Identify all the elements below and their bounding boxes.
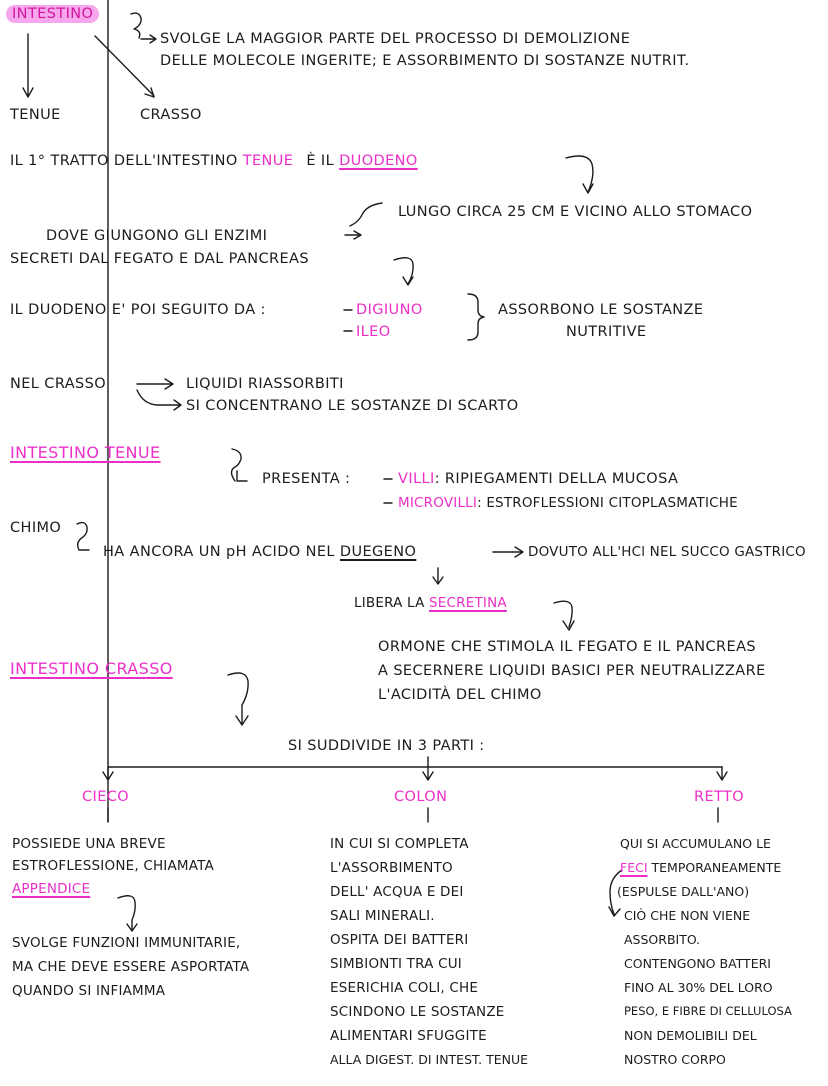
ileo-label: ILEO: [356, 324, 391, 340]
suddivide-line: SI SUDDIVIDE IN 3 PARTI :: [288, 738, 485, 754]
hook-appendice: [117, 895, 138, 932]
retto-line-1: QUI SI ACCUMULANO LE: [620, 836, 771, 851]
colon-line: ALLA DIGEST. DI INTEST. TENUE: [330, 1052, 529, 1067]
arrow-libera: [432, 567, 444, 585]
colon-line: DELL' ACQUA E DEI: [330, 884, 464, 900]
colon-line: SALI MINERALI.: [330, 908, 435, 924]
hook-lungo: [344, 202, 383, 240]
ormone-line-2: A SECERNERE LIQUIDI BASICI PER NEUTRALIZ…: [378, 663, 766, 679]
chimo-description: HA ANCORA UN pH ACIDO NEL DUEGENO: [103, 544, 417, 560]
section-title-tenue: INTESTINO TENUE: [10, 443, 161, 462]
cieco-line-2: ESTROFLESSIONE, CHIAMATA: [12, 858, 214, 874]
microvilli-line: MICROVILLI: ESTROFLESSIONI CITOPLASMATIC…: [398, 495, 738, 511]
retto-line-6: CONTENGONO BATTERI: [624, 956, 771, 971]
nel-crasso-label: NEL CRASSO: [10, 376, 107, 392]
colon-line: OSPITA DEI BATTERI: [330, 932, 469, 948]
liquidi-line: LIQUIDI RIASSORBITI: [186, 376, 344, 392]
brace-digiuno-ileo: [467, 293, 485, 341]
main-title: INTESTINO: [6, 5, 100, 23]
retto-title: RETTO: [694, 789, 745, 805]
villi-line: VILLI: RIPIEGAMENTI DELLA MUCOSA: [398, 471, 679, 487]
colon-title: COLON: [394, 789, 448, 805]
colon-line: SCINDONO LE SOSTANZE: [330, 1004, 505, 1020]
enzimi-line-1: DOVE GIUNGONO GLI ENZIMI: [46, 228, 268, 244]
arrow-definition: [140, 34, 157, 44]
arrow-concentrano: [136, 389, 182, 411]
definition-line-2: DELLE MOLECOLE INGERITE; E ASSORBIMENTO …: [160, 53, 690, 69]
tree-right: [716, 766, 728, 781]
colon-line: IN CUI SI COMPLETA: [330, 836, 469, 852]
retto-line-7: FINO AL 30% DEL LORO: [624, 980, 773, 995]
dovuto-line: DOVUTO ALL'HCl NEL SUCCO GASTRICO: [528, 544, 806, 560]
retto-line-4: CIÒ CHE NON VIENE: [624, 908, 751, 923]
tree-middle: [422, 756, 434, 781]
chimo-label: CHIMO: [10, 520, 62, 536]
label-tenue: TENUE: [10, 107, 61, 123]
retto-line-8: PESO, E FIBRE DI CELLULOSA: [624, 1004, 792, 1018]
cieco-funzioni-3: QUANDO SI INFIAMMA: [12, 983, 166, 999]
arrow-dovuto: [492, 546, 524, 558]
seguito-line: IL DUODENO E' POI SEGUITO DA :: [10, 302, 266, 318]
bracket-retto: [608, 869, 623, 917]
colon-line: ESERICHIA COLI, CHE: [330, 980, 479, 996]
retto-line-10: NOSTRO CORPO: [624, 1052, 726, 1067]
digiuno-label: DIGIUNO: [356, 302, 423, 318]
enzimi-line-2: SECRETI DAL FEGATO E DAL PANCREAS: [10, 251, 309, 267]
retto-espulse: (ESPULSE DALL'ANO): [617, 884, 750, 899]
hook-crasso: [227, 672, 249, 726]
definition-line-1: SVOLGE LA MAGGIOR PARTE DEL PROCESSO DI …: [160, 31, 631, 47]
colon-line: ALIMENTARI SFUGGITE: [330, 1028, 487, 1044]
cieco-title: CIECO: [82, 789, 130, 805]
section-title-crasso: INTESTINO CRASSO: [10, 659, 173, 678]
retto-line-2: FECI TEMPORANEAMENTE: [620, 860, 782, 875]
presenta-label: PRESENTA :: [262, 471, 351, 487]
arrow-to-crasso: [94, 35, 155, 98]
arrow-to-tenue: [22, 33, 34, 98]
libera-line: LIBERA LA SECRETINA: [354, 595, 507, 611]
colon-line: SIMBIONTI TRA CUI: [330, 956, 462, 972]
hook-tenue: [230, 448, 248, 482]
arrow-liquidi: [136, 378, 174, 390]
appendice-label: APPENDICE: [12, 881, 91, 897]
assorbono-line-2: NUTRITIVE: [566, 324, 647, 340]
retto-line-5: ASSORBITO.: [624, 932, 701, 947]
lungo-line: LUNGO CIRCA 25 CM E VICINO ALLO STOMACO: [398, 204, 753, 220]
hook-secretina: [553, 600, 575, 631]
ormone-line-1: ORMONE CHE STIMOLA IL FEGATO E IL PANCRE…: [378, 639, 757, 655]
colon-line: L'ASSORBIMENTO: [330, 860, 453, 876]
concentrano-line: SI CONCENTRANO LE SOSTANZE DI SCARTO: [186, 398, 519, 414]
retto-line-9: NON DEMOLIBILI DEL: [624, 1028, 757, 1043]
brace-header: [130, 12, 142, 39]
cieco-funzioni-2: MA CHE DEVE ESSERE ASPORTATA: [12, 959, 250, 975]
hook-enzimi: [393, 257, 414, 286]
hook-duodeno: [565, 155, 594, 194]
duodeno-sentence: IL 1° TRATTO DELL'INTESTINO TENUE È IL D…: [10, 153, 418, 169]
cieco-line-1: POSSIEDE UNA BREVE: [12, 836, 166, 852]
ormone-line-3: L'ACIDITÀ DEL CHIMO: [378, 687, 542, 703]
assorbono-line-1: ASSORBONO LE SOSTANZE: [498, 302, 704, 318]
label-crasso: CRASSO: [140, 107, 202, 123]
hook-chimo: [76, 521, 90, 551]
cieco-funzioni-1: SVOLGE FUNZIONI IMMUNITARIE,: [12, 935, 241, 951]
